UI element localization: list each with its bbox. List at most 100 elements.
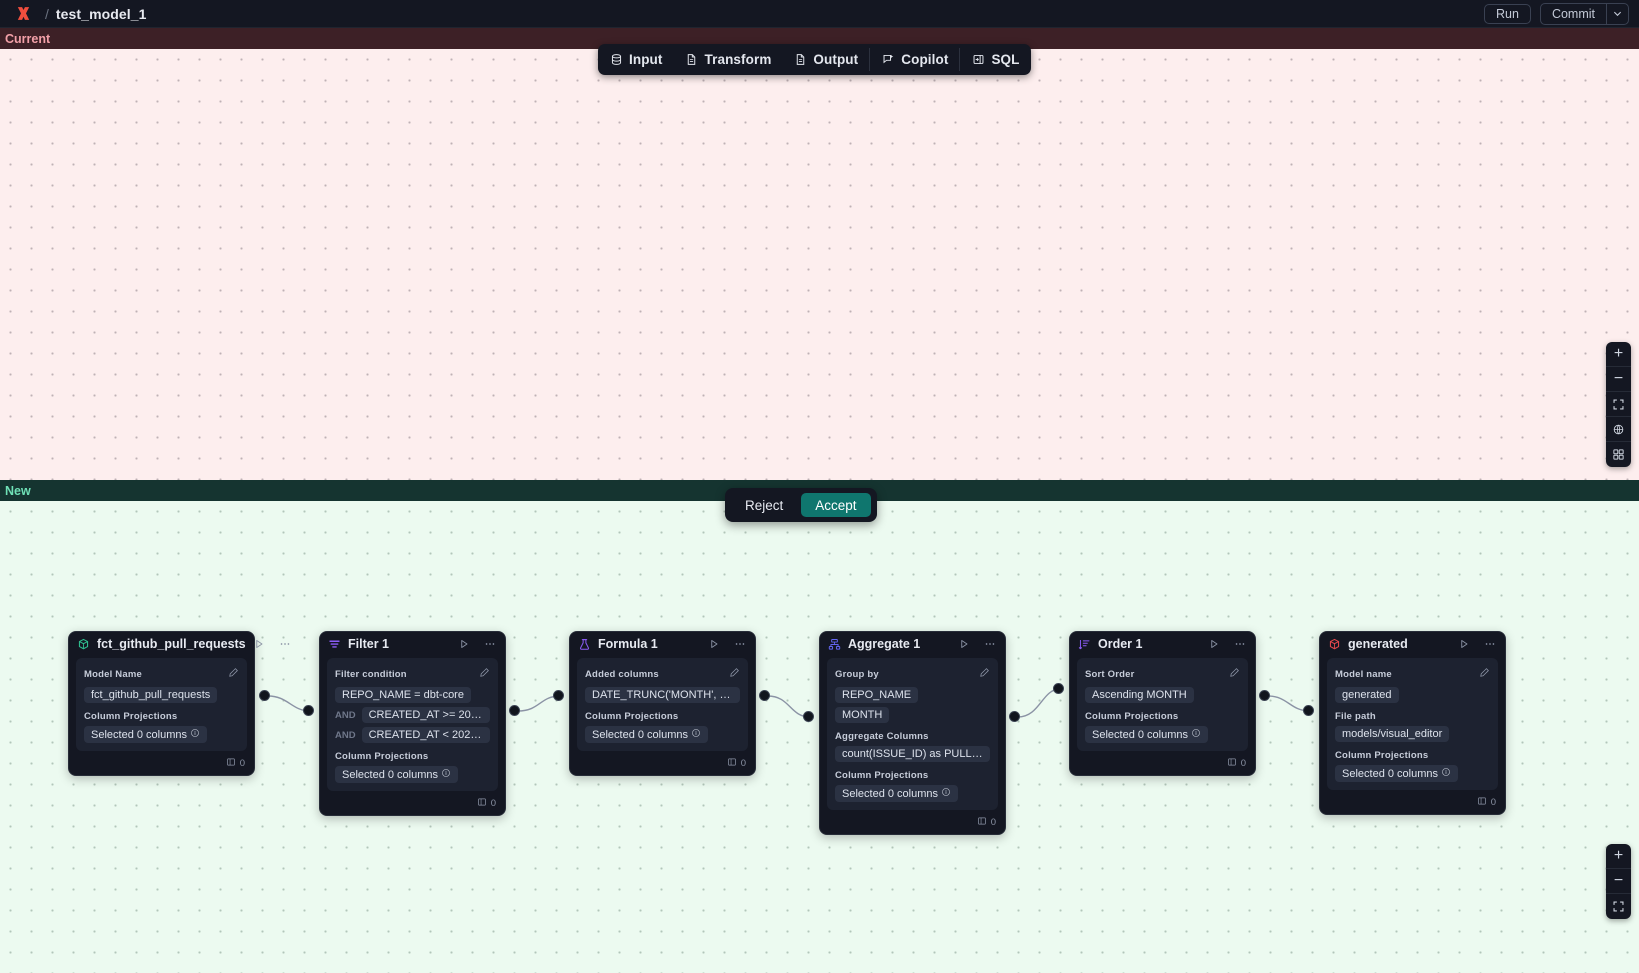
zoom-current-fit-view-icon[interactable]	[1606, 392, 1631, 417]
play-icon[interactable]	[958, 638, 970, 650]
play-icon[interactable]	[253, 638, 265, 650]
node-header[interactable]: Aggregate 1	[820, 632, 1005, 656]
toolbar-item-copilot[interactable]: Copilot	[870, 44, 959, 75]
pencil-icon[interactable]	[979, 665, 990, 683]
chip-wrap: Ascending MONTH	[1085, 683, 1240, 703]
value-chip[interactable]: MONTH	[835, 707, 890, 723]
node-header[interactable]: generated	[1320, 632, 1505, 656]
handle-order-out[interactable]	[1259, 690, 1270, 701]
value-chip[interactable]: Selected 0 columns	[335, 766, 458, 783]
handle-aggregate-in[interactable]	[803, 711, 814, 722]
condition-conjunction: AND	[335, 729, 356, 741]
info-icon[interactable]	[691, 729, 701, 741]
pencil-icon[interactable]	[479, 665, 490, 683]
value-chip[interactable]: Selected 0 columns	[84, 726, 207, 743]
node-header[interactable]: fct_github_pull_requests	[69, 632, 289, 656]
handle-filter-in[interactable]	[303, 705, 314, 716]
zoom-current-minimap-icon[interactable]	[1606, 442, 1631, 467]
handle-aggregate-out[interactable]	[1009, 711, 1020, 722]
section-header: Sort Order	[1085, 665, 1240, 683]
more-icon[interactable]	[984, 638, 996, 650]
accept-button[interactable]: Accept	[801, 493, 871, 517]
pane-label-current: Current	[0, 28, 1639, 49]
reject-button[interactable]: Reject	[731, 493, 797, 517]
toolbar-item-output[interactable]: Output	[782, 44, 869, 75]
info-icon[interactable]	[941, 788, 951, 800]
value-chip[interactable]: Selected 0 columns	[1335, 765, 1458, 782]
info-icon[interactable]	[1441, 768, 1451, 780]
zoom-current-lock-icon[interactable]	[1606, 417, 1631, 442]
canvas-pane-current[interactable]: Current	[0, 28, 1639, 480]
node-header[interactable]: Formula 1	[570, 632, 755, 656]
info-icon[interactable]	[1191, 729, 1201, 741]
info-icon[interactable]	[441, 769, 451, 781]
handle-output-in[interactable]	[1303, 705, 1314, 716]
section-header: Group by	[835, 665, 990, 683]
zoom-new-zoom-in-icon[interactable]: +	[1606, 844, 1631, 869]
play-icon[interactable]	[1458, 638, 1470, 650]
play-icon[interactable]	[708, 638, 720, 650]
value-chip[interactable]: Ascending MONTH	[1085, 687, 1194, 703]
value-chip[interactable]: Selected 0 columns	[585, 726, 708, 743]
value-chip[interactable]: count(ISSUE_ID) as PULL_REQUEST_...	[835, 746, 990, 762]
value-chip[interactable]: DATE_TRUNC('MONTH', CREATED_AT...	[585, 687, 740, 703]
play-icon[interactable]	[1208, 638, 1220, 650]
chevron-down-icon[interactable]	[1606, 3, 1628, 24]
value-chip[interactable]: Selected 0 columns	[835, 785, 958, 802]
handle-formula-in[interactable]	[553, 690, 564, 701]
commit-button[interactable]: Commit	[1551, 6, 1595, 21]
pencil-icon[interactable]	[1229, 665, 1240, 683]
toolbar-item-label: Transform	[704, 52, 772, 67]
more-icon[interactable]	[279, 638, 291, 650]
value-chip[interactable]: generated	[1335, 687, 1399, 703]
x-brand-icon[interactable]	[8, 5, 38, 22]
toolbar-item-sql[interactable]: SQL	[960, 44, 1030, 75]
toolbar-item-transform[interactable]: Transform	[674, 44, 783, 75]
node-footer: 0	[69, 757, 254, 775]
condition-chip[interactable]: CREATED_AT >= 2024-12-01	[361, 707, 490, 723]
handle-formula-out[interactable]	[759, 690, 770, 701]
zoom-new-fit-view-icon[interactable]	[1606, 894, 1631, 919]
play-icon[interactable]	[458, 638, 470, 650]
handle-source-out[interactable]	[259, 690, 270, 701]
zoom-new-zoom-out-icon[interactable]: −	[1606, 869, 1631, 894]
toolbar-item-label: Output	[813, 52, 859, 67]
handle-filter-out[interactable]	[509, 705, 520, 716]
value-chip[interactable]: REPO_NAME	[835, 687, 919, 703]
more-icon[interactable]	[484, 638, 496, 650]
more-icon[interactable]	[734, 638, 746, 650]
database-icon	[609, 53, 623, 67]
value-chip[interactable]: models/visual_editor	[1335, 726, 1450, 742]
value-chip[interactable]: fct_github_pull_requests	[84, 687, 218, 703]
value-chip[interactable]: Selected 0 columns	[1085, 726, 1208, 743]
info-icon[interactable]	[190, 729, 200, 741]
section-label: Column Projections	[835, 770, 929, 781]
handle-order-in[interactable]	[1053, 683, 1064, 694]
pencil-icon[interactable]	[729, 665, 740, 683]
chip-text: count(ISSUE_ID) as PULL_REQUEST_...	[842, 748, 990, 760]
node-header[interactable]: Order 1	[1070, 632, 1255, 656]
condition-chip[interactable]: REPO_NAME = dbt-core	[335, 687, 471, 703]
condition-row: REPO_NAME = dbt-core	[335, 687, 490, 703]
toolbar-item-input[interactable]: Input	[598, 44, 674, 75]
more-icon[interactable]	[1484, 638, 1496, 650]
more-icon[interactable]	[1234, 638, 1246, 650]
zoom-current-zoom-in-icon[interactable]: +	[1606, 342, 1631, 367]
chip-wrap: DATE_TRUNC('MONTH', CREATED_AT...	[585, 683, 740, 703]
pencil-icon[interactable]	[228, 665, 239, 683]
condition-chip[interactable]: CREATED_AT < 2025-03-01	[361, 727, 490, 743]
pencil-icon[interactable]	[1479, 665, 1490, 683]
section-header: Model name	[1335, 665, 1490, 683]
zoom-current-zoom-out-icon[interactable]: −	[1606, 367, 1631, 392]
commit-button-group[interactable]: Commit	[1539, 2, 1629, 25]
node-header[interactable]: Filter 1	[320, 632, 505, 656]
run-button[interactable]: Run	[1484, 3, 1531, 24]
